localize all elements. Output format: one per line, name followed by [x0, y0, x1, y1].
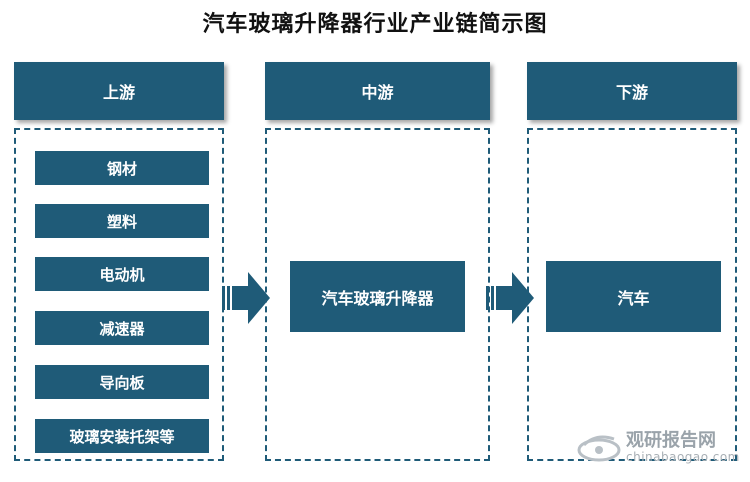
watermark-en: chinabaogao.com — [626, 450, 740, 464]
upstream-item-reducer: 减速器 — [35, 311, 209, 345]
watermark-cn: 观研报告网 — [626, 430, 716, 451]
midstream-box: 汽车玻璃升降器 — [290, 261, 465, 332]
flow-arrow-icon — [222, 272, 270, 324]
upstream-item-motor: 电动机 — [35, 257, 209, 291]
downstream-box: 汽车 — [546, 261, 721, 332]
upstream-item-plastic: 塑料 — [35, 204, 209, 238]
upstream-item-guide-plate: 导向板 — [35, 365, 209, 399]
upstream-header: 上游 — [14, 62, 224, 120]
flow-arrow-icon — [486, 272, 534, 324]
upstream-item-steel: 钢材 — [35, 151, 209, 185]
watermark: 观研报告网 chinabaogao.com — [576, 428, 746, 468]
downstream-header: 下游 — [527, 62, 737, 120]
downstream-frame — [527, 128, 737, 461]
watermark-logo-icon — [577, 435, 621, 462]
midstream-header: 中游 — [265, 62, 490, 120]
upstream-item-bracket: 玻璃安装托架等 — [35, 419, 209, 453]
chart-title: 汽车玻璃升降器行业产业链简示图 — [202, 11, 548, 37]
